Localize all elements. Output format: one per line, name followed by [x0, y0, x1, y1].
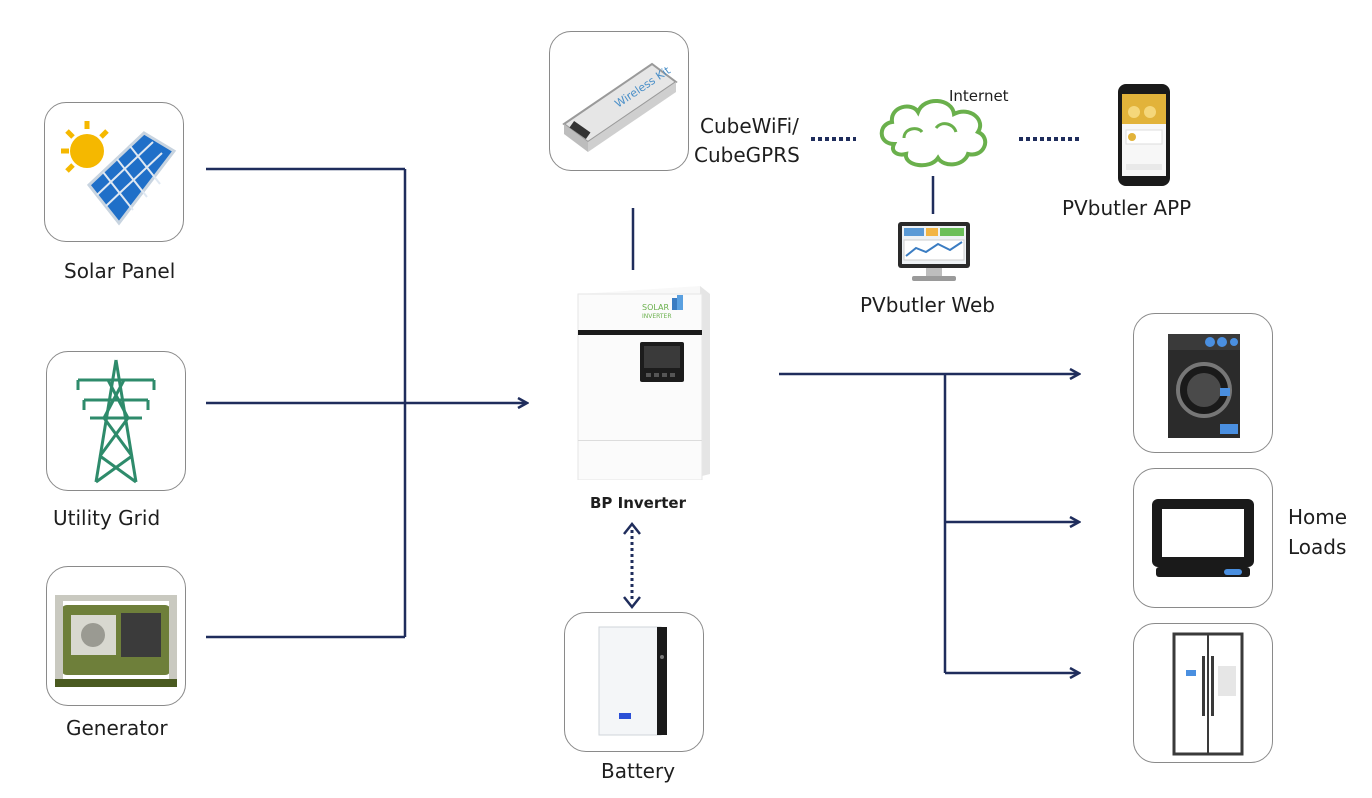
washing-machine-icon: [1168, 334, 1240, 438]
home-loads-label-line1: Home: [1288, 505, 1348, 529]
home-loads-label-line2: Loads: [1288, 535, 1347, 559]
internet-cloud-icon: [879, 99, 988, 168]
monitor-icon: [898, 222, 970, 281]
pvbutler-app-label: PVbutler APP: [1062, 196, 1192, 220]
generator-label: Generator: [66, 716, 168, 740]
television-icon: [1152, 499, 1254, 577]
pvbutler-web-label: PVbutler Web: [860, 293, 995, 317]
wireless-kit-icon: Wireless Kit: [562, 62, 678, 152]
bp-inverter-label: BP Inverter: [590, 494, 686, 512]
inverter-icon: SOLAR INVERTER: [577, 286, 710, 480]
generator-card: [46, 566, 186, 706]
power-tower-icon: [76, 359, 156, 484]
cube-module-label-line2: CubeGPRS: [694, 143, 800, 167]
utility-grid-label: Utility Grid: [53, 506, 161, 530]
generator-icon: [55, 595, 177, 687]
source-bus-lines: [206, 167, 527, 639]
refrigerator-card: [1133, 623, 1273, 763]
solar-panel-card: [44, 102, 184, 242]
television-card: [1133, 468, 1273, 608]
inverter-brand-line1: SOLAR: [642, 303, 669, 312]
battery-icon: [598, 626, 667, 736]
solar-panel-label: Solar Panel: [64, 259, 176, 283]
inverter-brand-line2: INVERTER: [642, 313, 672, 320]
smartphone-icon: [1118, 84, 1170, 186]
wireless-module-card: Wireless Kit: [549, 31, 689, 171]
washing-machine-card: [1133, 313, 1273, 453]
solar-panel-icon: [61, 121, 177, 226]
battery-card: [564, 612, 704, 752]
utility-grid-card: [46, 351, 186, 491]
battery-label: Battery: [601, 759, 676, 783]
internet-label: Internet: [949, 87, 1009, 105]
refrigerator-icon: [1172, 632, 1244, 756]
cube-module-label-line1: CubeWiFi/: [700, 114, 799, 138]
load-bus-lines: [779, 374, 1079, 673]
